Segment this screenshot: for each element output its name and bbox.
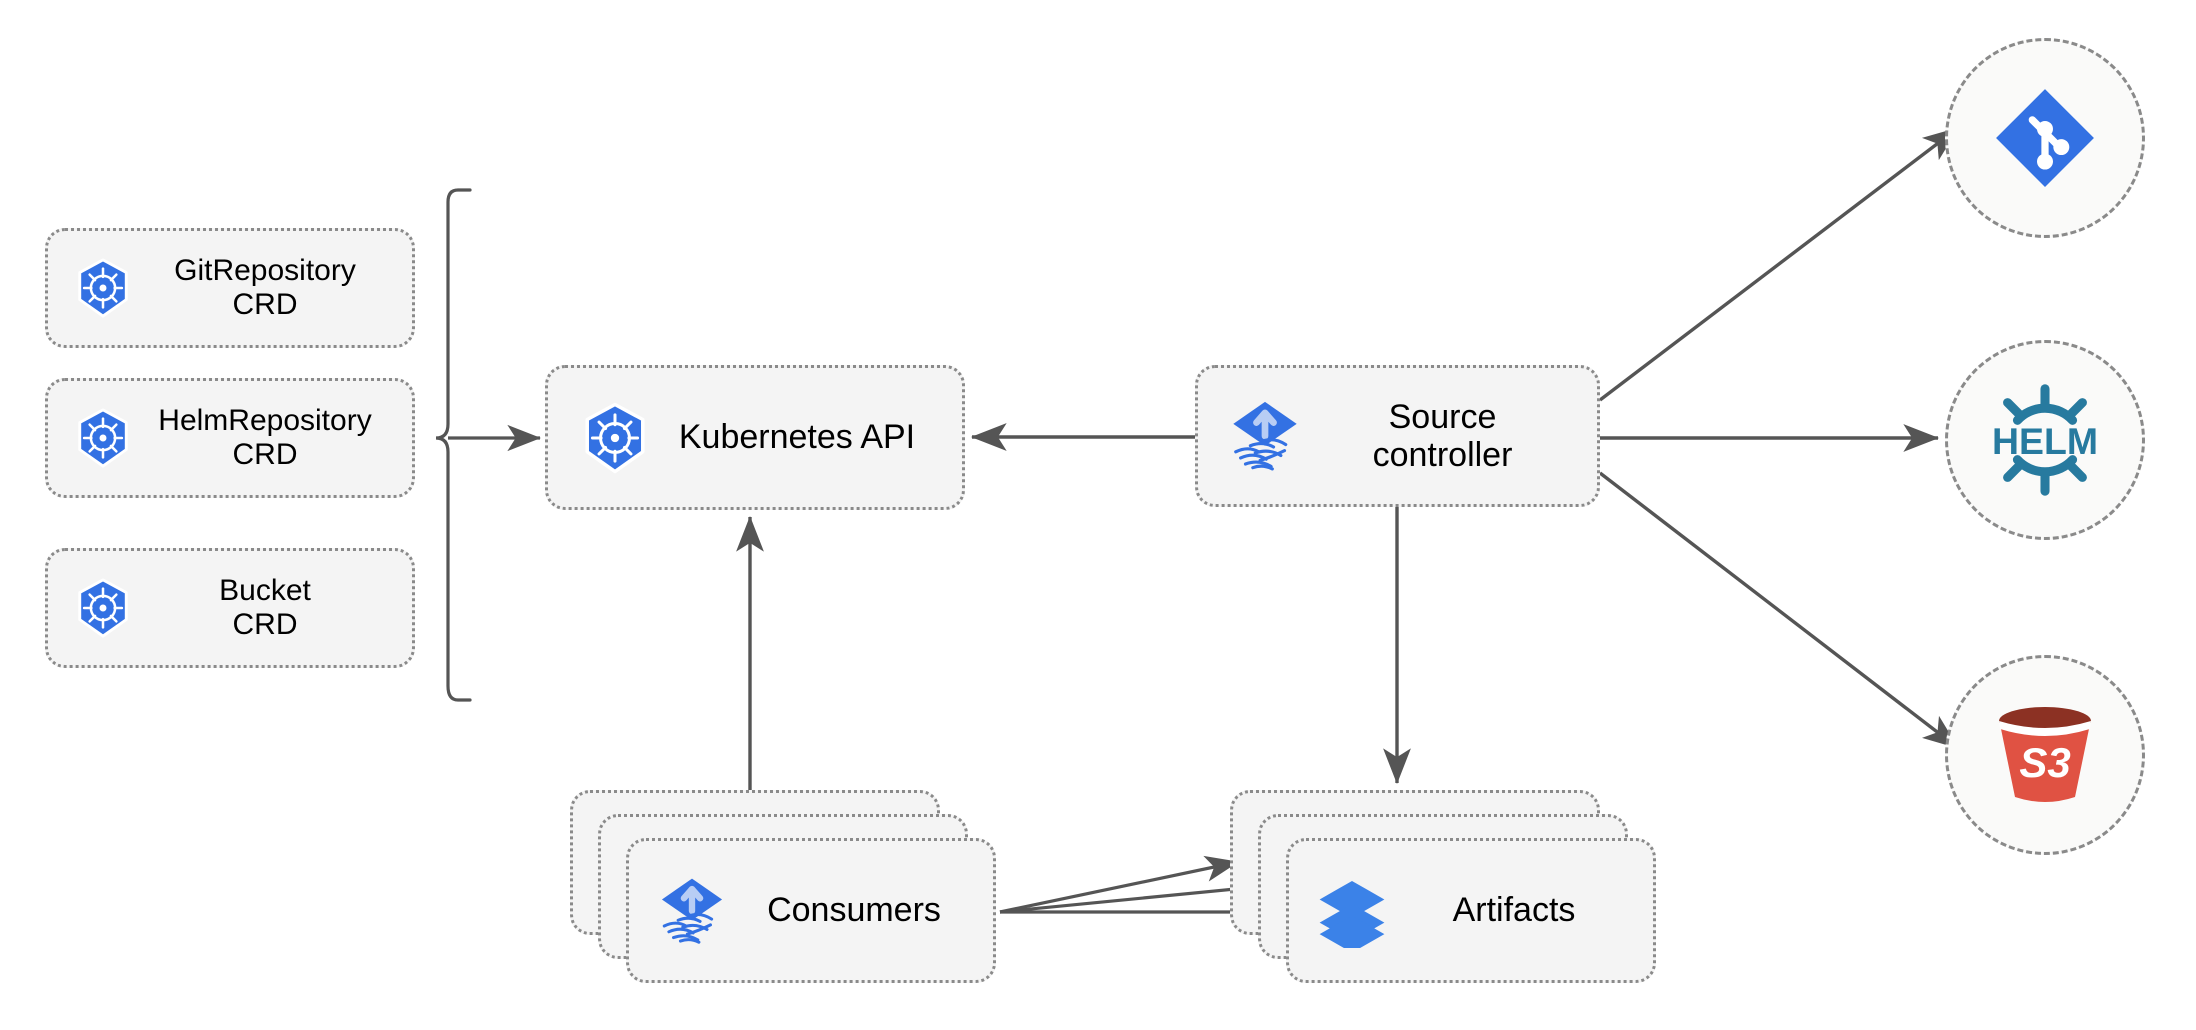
crd-label: GitRepository CRD [174, 254, 356, 321]
edge-consumers-to-artifacts-1 [999, 855, 1239, 914]
node-label: Artifacts [1452, 891, 1576, 929]
crd-label: Bucket CRD [219, 574, 311, 641]
flux-icon [1226, 397, 1304, 475]
external-node-helm[interactable]: HELM [1945, 340, 2145, 540]
s3-label: S3 [2019, 739, 2070, 786]
flux-icon [655, 874, 729, 948]
git-icon [1987, 80, 2103, 196]
layers-icon [1315, 874, 1389, 953]
consumers-card-front[interactable]: Consumers [626, 838, 996, 983]
node-source-controller[interactable]: Source controller [1195, 365, 1600, 507]
node-kubernetes-api[interactable]: Kubernetes API [545, 365, 965, 510]
edge-consumers-to-artifacts-2 [999, 876, 1267, 914]
external-node-git[interactable] [1945, 38, 2145, 238]
kubernetes-icon [72, 257, 134, 319]
artifacts-card-front[interactable]: Artifacts [1286, 838, 1656, 983]
crd-label: HelmRepository CRD [158, 404, 372, 471]
crd-card-gitrepository[interactable]: GitRepository CRD [45, 228, 415, 348]
external-node-s3[interactable]: S3 [1945, 655, 2145, 855]
kubernetes-icon [578, 401, 652, 475]
helm-icon: HELM [1982, 377, 2108, 503]
crd-group-bracket [435, 188, 472, 702]
kubernetes-icon [72, 407, 134, 469]
kubernetes-icon [72, 577, 134, 639]
edge-source-controller-to-git [1598, 126, 1960, 402]
edge-source-controller-to-s3 [1598, 471, 1960, 750]
node-label: Source controller [1372, 397, 1513, 474]
helm-label: HELM [1992, 420, 2098, 462]
node-label: Consumers [767, 891, 941, 929]
crd-card-helmrepository[interactable]: HelmRepository CRD [45, 378, 415, 498]
node-label: Kubernetes API [678, 418, 916, 457]
s3-icon: S3 [1981, 691, 2109, 819]
crd-card-bucket[interactable]: Bucket CRD [45, 548, 415, 668]
